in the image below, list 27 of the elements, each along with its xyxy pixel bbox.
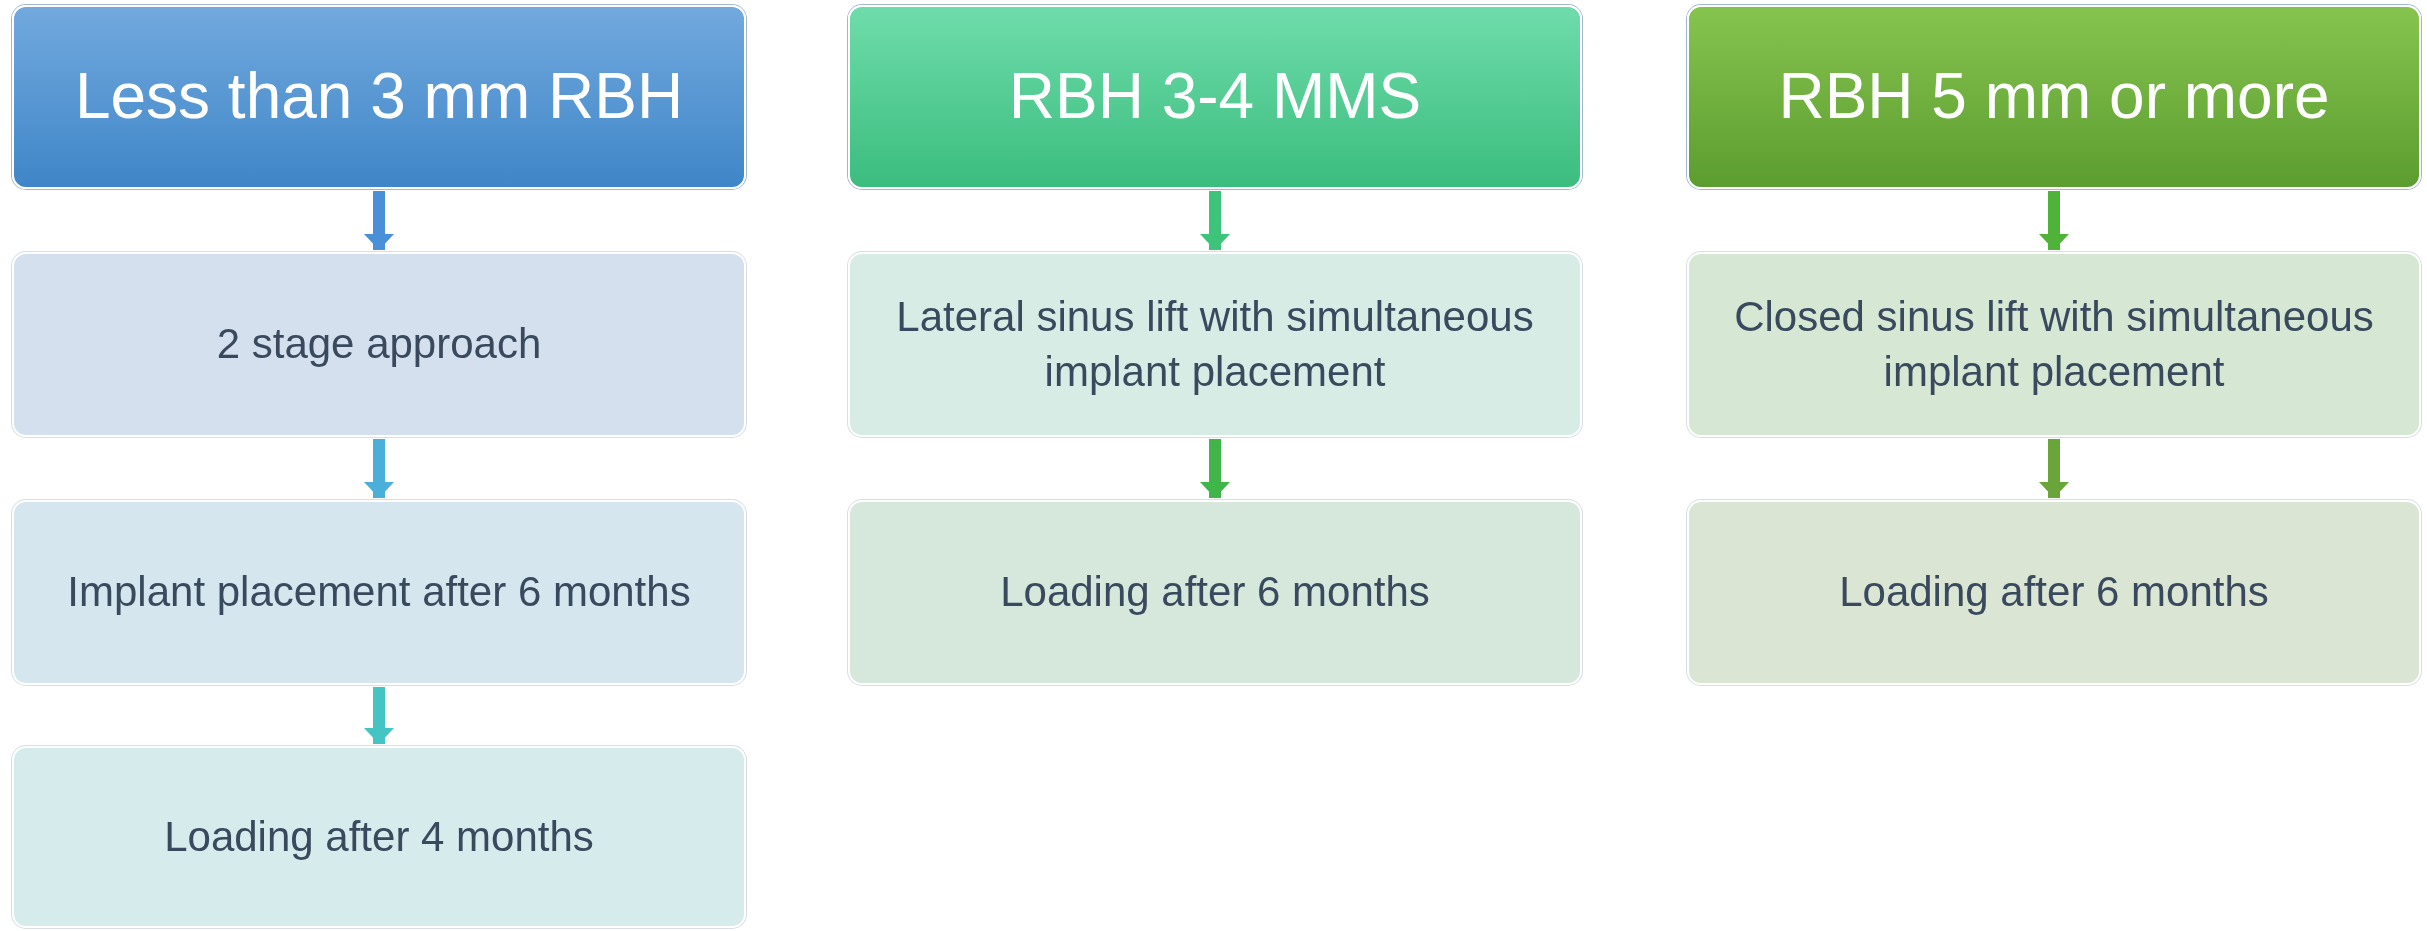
header-text: Less than 3 mm RBH [74,59,684,135]
step-text: Loading after 6 months [1000,567,1430,618]
arrow [364,439,394,498]
arrow [2039,191,2069,250]
arrow [364,687,394,744]
arrow [1200,439,1230,498]
step-box [12,252,746,437]
arrow [2039,439,2069,498]
step-text: Closed sinus lift with simultaneous implant placement [1733,291,2375,397]
step-text: Loading after 6 months [1839,567,2269,618]
step-text: Implant placement after 6 months [67,567,691,618]
step-box [1687,500,2421,685]
step-text: Loading after 4 months [164,811,594,862]
header-box [12,5,746,189]
step-box [1687,252,2421,437]
header-box [1687,5,2421,189]
step-text: Lateral sinus lift with simultaneous implant placement [895,291,1535,397]
step-box [848,252,1582,437]
step-box [12,746,746,928]
step-box [848,500,1582,685]
header-box [848,5,1582,189]
arrow [364,191,394,250]
header-text: RBH 5 mm or more [1778,59,2330,135]
header-text: RBH 3-4 MMS [1008,59,1422,135]
step-box [12,500,746,685]
arrow [1200,191,1230,250]
step-text: 2 stage approach [216,319,542,370]
